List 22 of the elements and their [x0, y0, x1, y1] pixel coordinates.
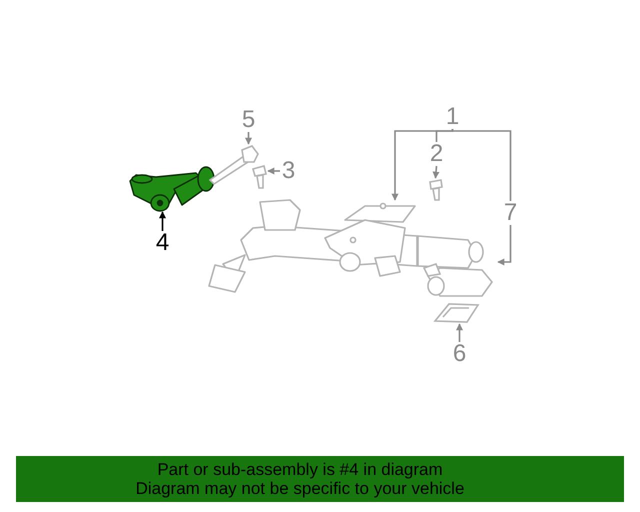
callout-number: 4 [154, 231, 171, 255]
leader-line [267, 168, 280, 174]
callout-number: 3 [280, 159, 297, 183]
leader-line [497, 225, 512, 266]
notice-text: Part or sub-assembly is #4 in diagram [157, 460, 443, 479]
leader-line [456, 323, 463, 342]
notice-text: Diagram may not be specific to your vehicle [136, 479, 464, 498]
leader-line [159, 211, 166, 231]
bolt-drawing [251, 164, 268, 190]
bolt-drawing [427, 178, 444, 202]
leader-line [432, 166, 440, 179]
callout-number: 2 [428, 142, 445, 166]
bolt-drawing [208, 144, 260, 186]
leader-line [452, 129, 512, 201]
leader-line [436, 129, 454, 142]
notice-banner [16, 456, 624, 502]
callout-number: 5 [240, 108, 257, 132]
callout-number: 6 [451, 342, 468, 366]
leader-line [245, 132, 252, 145]
cover-drawing [433, 302, 480, 324]
callout-number: 1 [444, 105, 461, 129]
callout-number: 7 [502, 201, 519, 225]
